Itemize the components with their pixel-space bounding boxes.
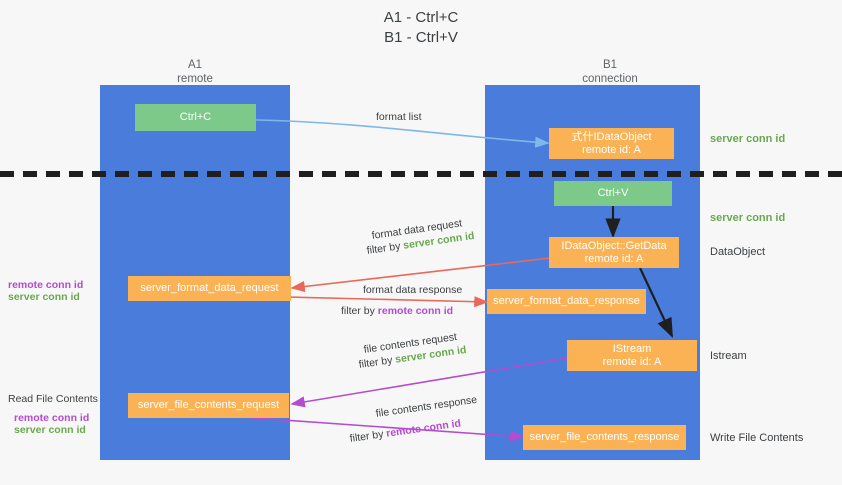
filter-value-2: remote conn id [377,305,454,317]
title-line-2: B1 - Ctrl+V [384,29,458,46]
annotation-left-remote-conn-2: remote conn id [14,412,90,424]
box-idataobject[interactable]: 式什IDataObject remote id: A [549,128,674,159]
box-server-format-data-request[interactable]: server_format_data_request [128,276,291,301]
label-format-data-response: format data response [363,284,463,296]
title-line-1: A1 - Ctrl+C [383,9,459,26]
box-getdata-line1: IDataObject::GetData [561,239,667,252]
box-server-file-contents-response-label: server_file_contents_response [529,431,680,443]
box-server-file-contents-request-label: server_file_contents_request [137,399,280,411]
box-ctrl-c[interactable]: Ctrl+C [135,104,256,131]
box-istream-line2: remote id: A [602,355,662,368]
box-server-file-contents-request[interactable]: server_file_contents_request [128,393,289,418]
box-istream-line1: IStream [612,342,652,355]
annotation-left-server-conn-2: server conn id [14,424,86,436]
diagram-title: A1 - Ctrl+C B1 - Ctrl+V [0,8,842,48]
box-server-format-data-response[interactable]: server_format_data_response [487,289,646,314]
box-istream[interactable]: IStream remote id: A [567,340,697,371]
column-header-left: A1 remote [135,58,255,86]
box-ctrl-c-label: Ctrl+C [179,111,212,123]
box-idataobject-line2: remote id: A [582,143,641,156]
arrow-file-contents-request [290,357,569,408]
column-header-right: B1 connection [545,58,675,86]
label-format-data-response-filter: filter by remote conn id [341,305,453,318]
box-getdata-line2: remote id: A [584,252,644,265]
box-idataobject-getdata[interactable]: IDataObject::GetData remote id: A [549,237,679,268]
column-left-role: remote [177,73,213,85]
annotation-server-conn-id-top: server conn id [710,133,786,145]
annotation-dataobject: DataObject [710,246,766,258]
label-format-list: format list [376,111,422,123]
column-right-role: connection [582,73,638,85]
column-left-name: A1 [187,59,203,71]
box-ctrl-v-label: Ctrl+V [597,187,629,199]
column-right-name: B1 [602,59,618,71]
box-server-format-data-response-label: server_format_data_response [493,295,640,307]
annotation-istream: Istream [710,350,747,362]
arrow-format-list [255,119,550,148]
box-ctrl-v[interactable]: Ctrl+V [554,181,672,206]
annotation-left-remote-conn-1: remote conn id [8,279,84,291]
box-server-file-contents-response[interactable]: server_file_contents_response [523,425,686,450]
box-idataobject-line1: 式什IDataObject [571,130,652,143]
arrow-getdata-to-istream [639,267,673,338]
filter-prefix-2: filter by [341,305,378,317]
annotation-server-conn-id-mid: server conn id [710,212,786,224]
annotation-read-file-contents: Read File Contents [8,393,98,405]
box-server-format-data-request-label: server_format_data_request [140,282,279,294]
arrow-format-data-request [290,257,551,293]
annotation-write-file-contents: Write File Contents [710,432,804,444]
annotation-left-server-conn-1: server conn id [8,291,80,303]
